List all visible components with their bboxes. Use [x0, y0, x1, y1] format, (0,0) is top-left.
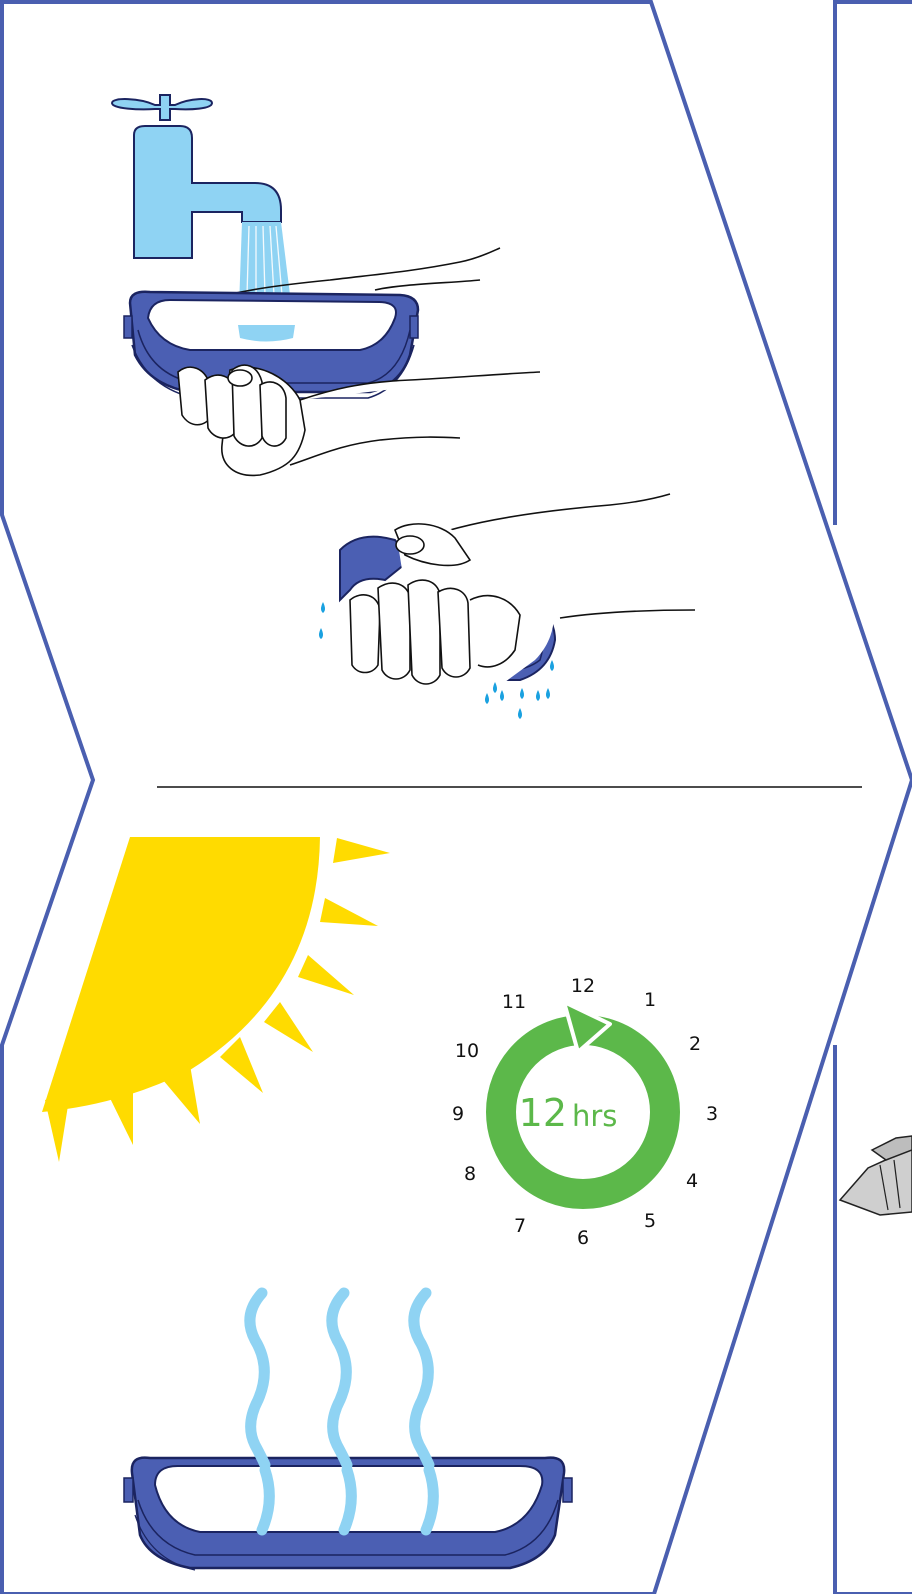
- clock-number: 11: [502, 991, 526, 1013]
- clock-center-unit: hrs: [572, 1099, 617, 1133]
- clock-number: 7: [514, 1215, 526, 1237]
- clock-number: 6: [577, 1227, 589, 1249]
- clock-number: 12: [571, 975, 595, 997]
- clock-number: 1: [644, 989, 656, 1011]
- partial-product-right: [840, 1136, 912, 1215]
- clock-number: 3: [706, 1103, 718, 1125]
- right-panel-frame-lower: [835, 1045, 912, 1594]
- clock-center-value: 12: [519, 1091, 567, 1135]
- clock-number: 4: [686, 1170, 698, 1192]
- clock-number: 2: [689, 1033, 701, 1055]
- clock-number: 5: [644, 1210, 656, 1232]
- clock-number: 9: [452, 1103, 464, 1125]
- clock-number: 8: [464, 1163, 476, 1185]
- clock-number: 10: [455, 1040, 479, 1062]
- right-panel-frame: [835, 2, 912, 525]
